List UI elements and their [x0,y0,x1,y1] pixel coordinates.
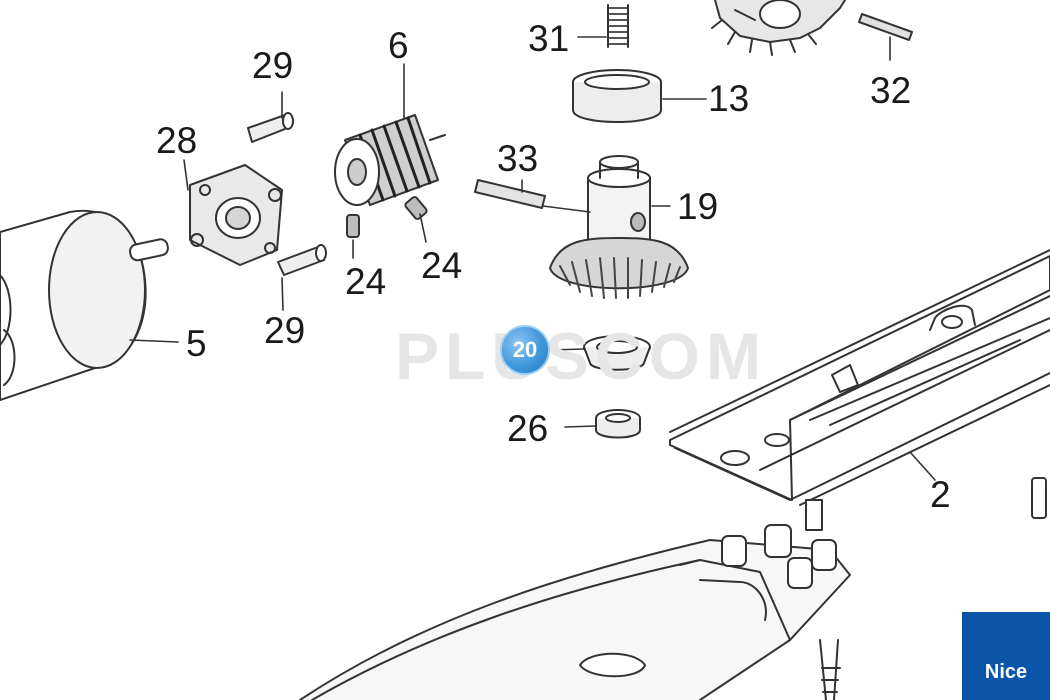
callout-29-top: 29 [252,45,294,86]
callout-2: 2 [930,474,951,515]
bearing-part-26 [595,409,641,439]
rail-part-2 [669,249,1050,519]
callout-24-left: 24 [345,261,387,302]
brand-logo: Nice [962,612,1050,700]
callout-5: 5 [186,323,207,364]
callout-31: 31 [528,18,570,59]
bracket-part-28 [189,164,283,266]
callout-28: 28 [156,120,198,161]
highlighted-part-badge-20[interactable]: 20 [500,325,550,375]
callout-29-bottom: 29 [264,310,306,351]
leader-lines [129,36,936,481]
spring-part-31 [607,4,629,48]
motor-part-5 [0,209,169,401]
callout-13: 13 [708,78,750,119]
base-housing-part [299,499,851,700]
pin-part-33 [474,179,546,209]
gear-assembly-part [711,0,846,56]
callout-24-right: 24 [421,245,463,286]
washer-part-20 [583,335,651,371]
callout-19: 19 [677,186,719,227]
key-part-32 [858,13,913,41]
screw-bottom-29 [277,244,327,276]
callout-26: 26 [507,408,549,449]
set-screw-right-24 [404,196,428,220]
callout-6: 6 [388,25,409,66]
set-screw-left-24 [346,214,360,238]
callout-33: 33 [497,138,539,179]
watermark: PLUSCOM [395,319,767,393]
bushing-part-13 [572,69,662,123]
screw-top-29 [247,112,294,143]
worm-screw-part-6 [334,114,446,206]
callout-32: 32 [870,70,912,111]
bevel-gear-part-19 [549,155,689,299]
